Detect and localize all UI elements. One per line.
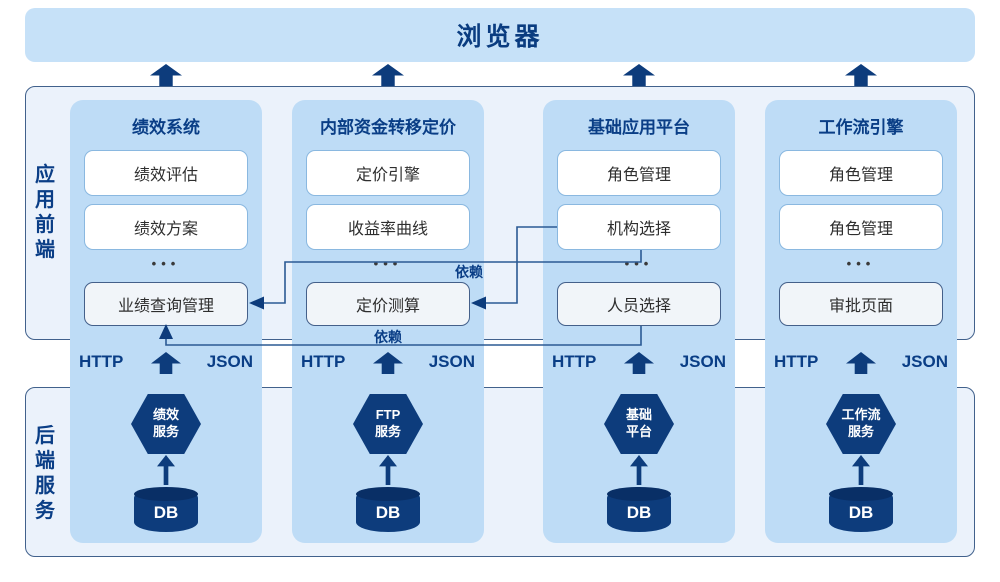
service-name-line1: FTP: [375, 407, 401, 423]
up-arrow-icon: [373, 352, 403, 374]
db-to-service-arrow-icon: [379, 455, 397, 485]
service-name-line1: 绩效: [152, 407, 179, 423]
backend-zone-label: 后端服务: [35, 425, 55, 522]
service-name-line2: 平台: [625, 424, 652, 439]
http-label: HTTP: [301, 352, 346, 371]
module-box: 收益率曲线: [306, 204, 470, 250]
db-label: DB: [153, 503, 179, 522]
column-ftp-pricing: 内部资金转移定价 定价引擎 收益率曲线 ••• 定价测算 HTTP JSON F…: [292, 100, 484, 543]
column-title: 基础应用平台: [588, 118, 690, 137]
io-row: HTTP JSON: [765, 350, 957, 376]
feature-box: 业绩查询管理: [84, 282, 248, 326]
io-row: HTTP JSON: [543, 350, 735, 376]
db-label: DB: [848, 503, 874, 522]
io-row: HTTP JSON: [292, 350, 484, 376]
db-to-service-arrow-icon: [630, 455, 648, 485]
service-name-line2: 服务: [374, 424, 401, 439]
db-to-service-arrow-icon: [852, 455, 870, 485]
column-base-platform: 基础应用平台 角色管理 机构选择 ••• 人员选择 HTTP JSON 基础 平…: [543, 100, 735, 543]
module-box: 角色管理: [557, 150, 721, 196]
feature-box: 定价测算: [306, 282, 470, 326]
service-hexagon: 工作流 服务: [826, 394, 896, 454]
column-title: 工作流引擎: [818, 118, 904, 137]
module-box: 绩效方案: [84, 204, 248, 250]
ellipsis: •••: [624, 256, 654, 271]
feature-box: 人员选择: [557, 282, 721, 326]
json-label: JSON: [901, 352, 948, 371]
column-title: 绩效系统: [132, 118, 200, 137]
up-arrow-icon: [846, 352, 876, 374]
column-performance-system: 绩效系统 绩效评估 绩效方案 ••• 业绩查询管理 HTTP JSON 绩效 服…: [70, 100, 262, 543]
service-name-line1: 基础: [625, 407, 652, 423]
module-box: 角色管理: [779, 150, 943, 196]
ellipsis: •••: [846, 256, 876, 271]
db-label: DB: [375, 503, 401, 522]
service-name-line2: 服务: [152, 424, 179, 439]
feature-box: 审批页面: [779, 282, 943, 326]
json-label: JSON: [428, 352, 475, 371]
http-label: HTTP: [79, 352, 124, 371]
up-arrow-icon: [845, 64, 877, 86]
database-cylinder: DB: [829, 487, 893, 532]
module-box: 定价引擎: [306, 150, 470, 196]
up-arrow-icon: [624, 352, 654, 374]
module-box: 机构选择: [557, 204, 721, 250]
up-arrow-icon: [372, 64, 404, 86]
io-row: HTTP JSON: [70, 350, 262, 376]
column-workflow-engine: 工作流引擎 角色管理 角色管理 ••• 审批页面 HTTP JSON 工作流 服…: [765, 100, 957, 543]
database-cylinder: DB: [356, 487, 420, 532]
up-arrow-icon: [150, 64, 182, 86]
module-box: 角色管理: [779, 204, 943, 250]
module-box: 绩效评估: [84, 150, 248, 196]
database-cylinder: DB: [134, 487, 198, 532]
db-label: DB: [626, 503, 652, 522]
service-name-line1: 工作流: [841, 407, 881, 423]
http-label: HTTP: [774, 352, 819, 371]
browser-bar-label: 浏览器: [456, 23, 544, 51]
browser-bar: 浏览器: [25, 8, 975, 62]
json-label: JSON: [679, 352, 726, 371]
frontend-zone-label: 应用前端: [35, 164, 55, 261]
service-hexagon: 基础 平台: [604, 394, 674, 454]
ellipsis: •••: [151, 256, 181, 271]
up-arrow-icon: [151, 352, 181, 374]
up-arrow-icon: [623, 64, 655, 86]
database-cylinder: DB: [607, 487, 671, 532]
column-title: 内部资金转移定价: [320, 118, 456, 137]
db-to-service-arrow-icon: [157, 455, 175, 485]
dependency-label: 依赖: [455, 264, 483, 280]
dependency-label: 依赖: [374, 329, 402, 345]
http-label: HTTP: [552, 352, 597, 371]
service-hexagon: 绩效 服务: [131, 394, 201, 454]
json-label: JSON: [206, 352, 253, 371]
service-name-line2: 服务: [847, 424, 874, 439]
service-hexagon: FTP 服务: [353, 394, 423, 454]
